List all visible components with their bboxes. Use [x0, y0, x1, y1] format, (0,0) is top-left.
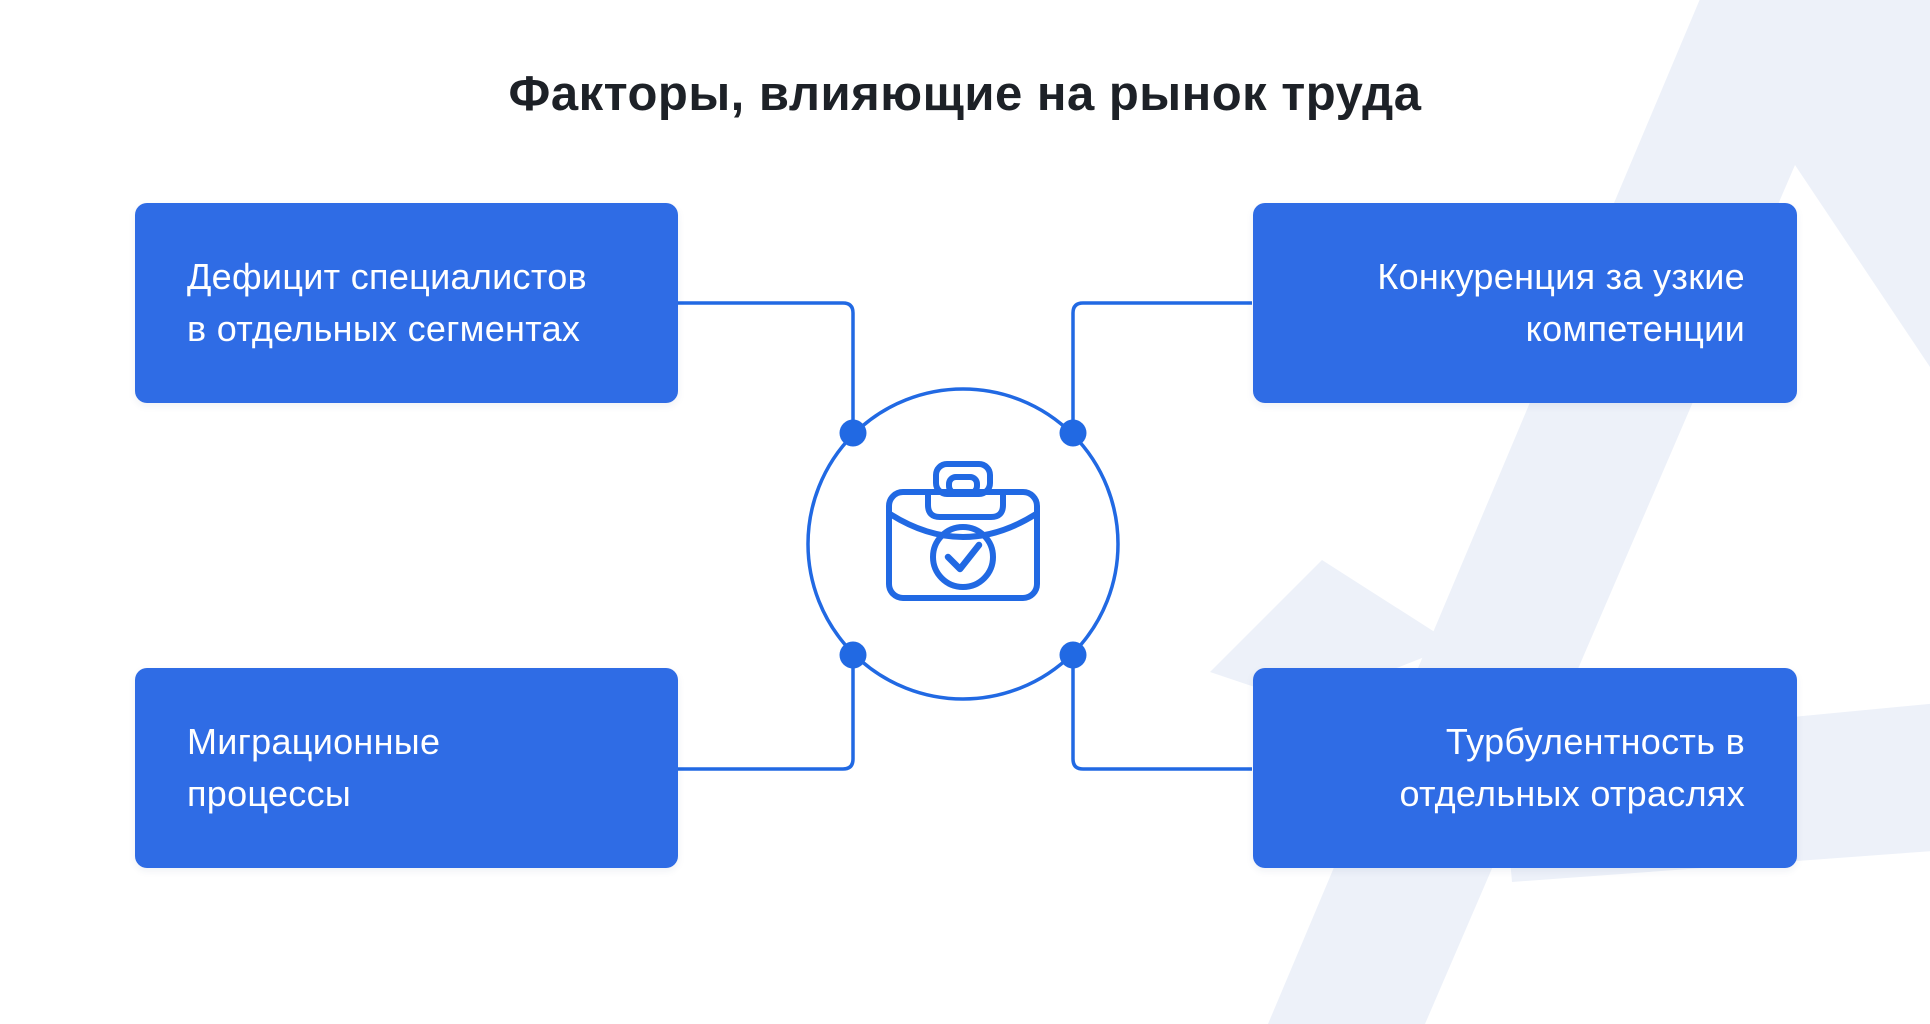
connector-top-left	[678, 301, 855, 433]
factor-text-top-right: Конкуренция за узкие компетенции	[1377, 256, 1745, 349]
factor-text-bottom-left: Миграционные процессы	[187, 721, 441, 814]
briefcase-check-icon	[886, 461, 1040, 601]
connector-bottom-left	[678, 655, 855, 771]
page-title: Факторы, влияющие на рынок труда	[508, 67, 1422, 121]
factor-card-bottom-left: Миграционные процессы	[135, 668, 678, 868]
briefcase-clasp	[925, 491, 1006, 520]
briefcase-body	[886, 489, 1040, 601]
briefcase-seam	[887, 511, 1039, 540]
connector-top-right	[1071, 301, 1252, 433]
factor-text-bottom-right: Турбулентность в отдельных отраслях	[1399, 721, 1745, 814]
connector-dot-bottom-left	[839, 641, 867, 669]
factor-card-top-left: Дефицит специалистов в отдельных сегмент…	[135, 203, 678, 403]
connector-dot-top-right	[1059, 419, 1087, 447]
connector-dot-bottom-right	[1059, 641, 1087, 669]
factor-card-top-right: Конкуренция за узкие компетенции	[1253, 203, 1797, 403]
check-mark	[944, 541, 983, 573]
factor-text-top-left: Дефицит специалистов в отдельных сегмент…	[187, 256, 587, 349]
connector-dot-top-left	[839, 419, 867, 447]
factor-card-bottom-right: Турбулентность в отдельных отраслях	[1253, 668, 1797, 868]
center-circle	[806, 387, 1120, 701]
check-circle	[930, 524, 996, 590]
connector-bottom-right	[1071, 655, 1252, 771]
